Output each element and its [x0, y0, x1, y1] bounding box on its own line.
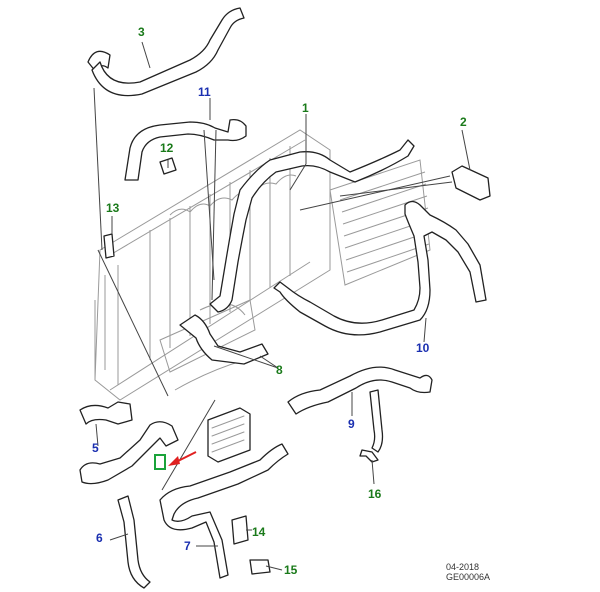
footer-code: GE00006A — [446, 572, 490, 582]
hose-2 — [451, 165, 491, 201]
footer: 04-2018 GE00006A — [446, 562, 490, 582]
highlighted-part — [154, 451, 197, 470]
bracket-15 — [249, 559, 271, 575]
callout-8: 8 — [276, 363, 283, 377]
leader-lines — [93, 41, 471, 571]
red-arrow-head — [168, 456, 180, 466]
bracket-16 — [359, 449, 379, 463]
hose-11 — [124, 118, 247, 181]
callout-11: 11 — [198, 85, 211, 99]
callout-5: 5 — [92, 441, 99, 455]
callout-12: 12 — [160, 141, 174, 155]
callout-14: 14 — [252, 525, 266, 539]
callout-10: 10 — [416, 341, 430, 355]
callout-labels: 3 11 1 2 12 13 10 8 9 5 16 6 14 7 15 — [92, 25, 467, 577]
bracket-13 — [103, 233, 115, 259]
hose-5-lower — [79, 421, 179, 485]
hose-9-branch — [369, 389, 384, 453]
callout-1: 1 — [302, 101, 309, 115]
callout-3: 3 — [138, 25, 145, 39]
hoses — [79, 7, 491, 589]
hose-6 — [117, 495, 151, 589]
callout-16: 16 — [368, 487, 382, 501]
callout-9: 9 — [348, 417, 355, 431]
callout-13: 13 — [106, 201, 120, 215]
callout-2: 2 — [460, 115, 467, 129]
highlight-clip — [154, 454, 166, 470]
bracket-14 — [231, 515, 249, 545]
hose-3-body — [91, 7, 245, 97]
hose-5 — [79, 401, 133, 425]
hose-7 — [159, 443, 289, 579]
heater-core — [207, 407, 251, 463]
hose-8 — [179, 314, 269, 365]
hose-10 — [273, 200, 487, 336]
hose-9 — [287, 366, 433, 415]
hose-1 — [209, 139, 415, 313]
callout-6: 6 — [96, 531, 103, 545]
callout-7: 7 — [184, 539, 191, 553]
footer-date: 04-2018 — [446, 562, 479, 572]
callout-15: 15 — [284, 563, 298, 577]
